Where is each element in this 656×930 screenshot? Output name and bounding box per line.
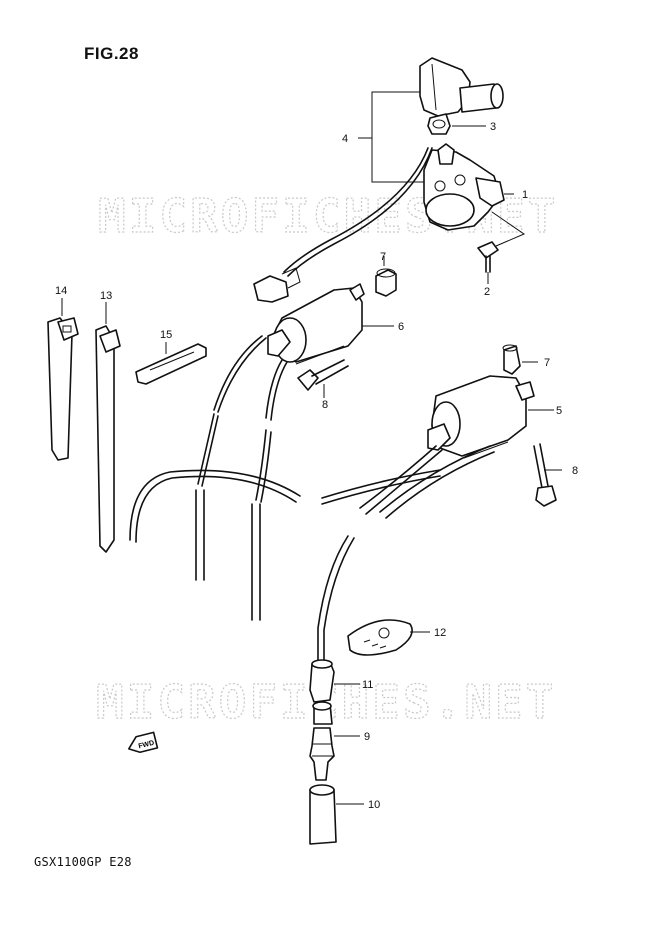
callout-6: 6 xyxy=(398,321,404,333)
fwd-label: FWD xyxy=(138,740,155,751)
callout-13: 13 xyxy=(100,290,112,302)
sleeve-part-7-upper xyxy=(375,268,397,297)
bracket-part-4 xyxy=(358,91,430,183)
callout-2: 2 xyxy=(484,286,490,298)
starter-relay-part-1 xyxy=(423,143,505,231)
callout-10: 10 xyxy=(368,799,380,811)
figure-title: FIG.28 xyxy=(84,44,139,63)
callout-8-lower: 8 xyxy=(572,465,578,477)
callout-3: 3 xyxy=(490,121,496,133)
bolt-part-2 xyxy=(477,241,499,273)
callout-14: 14 xyxy=(55,285,67,297)
connector-part-9 xyxy=(309,727,335,781)
callout-7-upper: 7 xyxy=(380,251,386,263)
callout-7-lower: 7 xyxy=(544,357,550,369)
lead-connector xyxy=(253,267,301,303)
callout-15: 15 xyxy=(160,329,172,341)
plug-cap-part-10 xyxy=(309,784,337,845)
callout-8-upper: 8 xyxy=(322,399,328,411)
callout-9: 9 xyxy=(364,731,370,743)
callout-1: 1 xyxy=(522,189,528,201)
nut-part-3 xyxy=(427,113,451,135)
clamp-part-14 xyxy=(47,317,79,461)
callout-12: 12 xyxy=(434,627,446,639)
ignition-coil-part-6 xyxy=(267,283,365,365)
seal-part-11 xyxy=(309,659,335,725)
clamp-part-13 xyxy=(95,325,121,553)
plate-part-15 xyxy=(135,343,207,385)
terminal-cap-part-4 xyxy=(419,57,504,117)
grommet-part-12 xyxy=(347,619,413,656)
bolt-part-8-upper xyxy=(297,359,349,391)
callout-5: 5 xyxy=(556,405,562,417)
callout-11: 11 xyxy=(362,679,373,691)
callout-4: 4 xyxy=(342,133,348,145)
sleeve-part-7-lower xyxy=(502,344,521,375)
forward-arrow-icon: FWD xyxy=(128,731,159,754)
model-code: GSX1100GP E28 xyxy=(34,855,132,869)
bolt-part-8-lower xyxy=(533,443,557,507)
ignition-coil-part-5 xyxy=(427,375,535,459)
